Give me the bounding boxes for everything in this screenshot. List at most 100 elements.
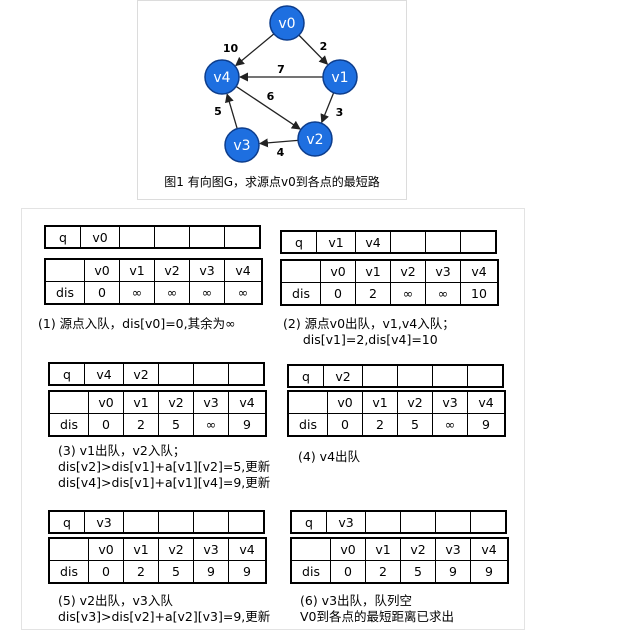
queue-cell — [435, 510, 471, 534]
dis-value-cell: ∞ — [193, 413, 229, 437]
dis-header-cell: v4 — [228, 390, 267, 414]
queue-cell — [390, 230, 426, 254]
dis-value-cell: 0 — [330, 560, 366, 584]
dis-header-cell: v1 — [123, 390, 159, 414]
queue-cell: v1 — [316, 230, 356, 254]
dis-value-cell: ∞ — [224, 281, 263, 305]
dis-header-cell: v2 — [154, 258, 190, 282]
step-note-line: (1) 源点入队，dis[v0]=0,其余为∞ — [38, 316, 236, 331]
dis-header-cell: v3 — [193, 390, 229, 414]
edge-v0-v4 — [235, 33, 275, 67]
dis-value-cell: 5 — [400, 560, 436, 584]
edge-v2-v3 — [258, 138, 299, 148]
dis-value-cell: 9 — [228, 413, 267, 437]
dis-value-cell: 10 — [460, 282, 499, 306]
dis-header-cell: v3 — [425, 259, 461, 283]
queue-cell — [400, 510, 436, 534]
dis-value-cell: 0 — [84, 281, 120, 305]
dis-value-cell: ∞ — [189, 281, 225, 305]
dis-header-cell: v0 — [88, 537, 124, 561]
dis-value-cell: 2 — [355, 282, 391, 306]
step-note-line: (4) v4出队 — [298, 449, 361, 464]
queue-cell — [432, 364, 468, 388]
dis-header-cell: v4 — [470, 537, 509, 561]
queue-cell: v2 — [123, 362, 159, 386]
dis-header-cell — [48, 390, 89, 414]
queue-cell — [228, 362, 265, 386]
queue-cell: v4 — [84, 362, 124, 386]
dis-value-cell: ∞ — [119, 281, 155, 305]
dis-header-cell: v0 — [88, 390, 124, 414]
queue-cell — [460, 230, 497, 254]
edge-weight-v1-v2: 3 — [336, 106, 344, 119]
step-note-line: V0到各点的最短距离已求出 — [300, 609, 455, 624]
step-note-2: (2) 源点v0出队，v1,v4入队； dis[v1]=2,dis[v4]=10 — [283, 316, 455, 348]
step-note-line: (3) v1出队，v2入队； — [58, 443, 186, 458]
queue-cell: v4 — [355, 230, 391, 254]
dis-value-cell: 2 — [362, 413, 398, 437]
queue-cell: v2 — [323, 364, 363, 388]
queue-cell — [123, 510, 159, 534]
dis-row-label: dis — [48, 560, 89, 584]
dis-header-cell: v0 — [84, 258, 120, 282]
dis-header-cell: v3 — [189, 258, 225, 282]
node-v4 — [204, 59, 240, 95]
queue-label: q — [48, 362, 85, 386]
queue-label: q — [48, 510, 85, 534]
step-note-line: dis[v2]>dis[v1]+a[v1][v2]=5,更新 — [58, 459, 271, 474]
queue-cell — [228, 510, 265, 534]
queue-cell — [158, 510, 194, 534]
node-label-v4: v4 — [213, 70, 230, 86]
dis-row-label: dis — [287, 413, 328, 437]
dis-header-cell — [48, 537, 89, 561]
node-v2 — [297, 121, 333, 157]
dis-header-cell: v1 — [119, 258, 155, 282]
graph-caption: 图1 有向图G，求源点v0到各点的最短路 — [164, 175, 380, 189]
step-note-line: (2) 源点v0出队，v1,v4入队； — [283, 316, 455, 331]
queue-cell — [397, 364, 433, 388]
node-label-v2: v2 — [306, 132, 323, 148]
dis-header-cell: v1 — [365, 537, 401, 561]
edge-weight-v3-v4: 5 — [214, 105, 222, 118]
queue-cell — [425, 230, 461, 254]
edge-weight-v1-v4: 7 — [277, 63, 285, 76]
step-note-line: (5) v2出队，v3入队 — [58, 593, 173, 608]
dis-value-cell: 0 — [327, 413, 363, 437]
node-label-v1: v1 — [331, 70, 348, 86]
dis-row-label: dis — [280, 282, 321, 306]
queue-cell — [189, 225, 225, 249]
dis-value-cell: ∞ — [390, 282, 426, 306]
dis-value-cell: 0 — [88, 413, 124, 437]
edge-weight-v4-v2: 6 — [267, 90, 275, 103]
edge-weight-v0-v1: 2 — [320, 40, 328, 53]
dis-header-cell: v1 — [123, 537, 159, 561]
dis-header-cell: v1 — [362, 390, 398, 414]
queue-cell: v3 — [84, 510, 124, 534]
queue-label: q — [44, 225, 81, 249]
dis-value-cell: 9 — [193, 560, 229, 584]
step-note-line: (6) v3出队，队列空 — [300, 593, 413, 608]
edge-v1-v2 — [320, 92, 335, 124]
dis-header-cell — [287, 390, 328, 414]
dis-value-cell: ∞ — [432, 413, 468, 437]
dis-row-label: dis — [48, 413, 89, 437]
dis-value-cell: 5 — [158, 560, 194, 584]
queue-cell — [224, 225, 261, 249]
